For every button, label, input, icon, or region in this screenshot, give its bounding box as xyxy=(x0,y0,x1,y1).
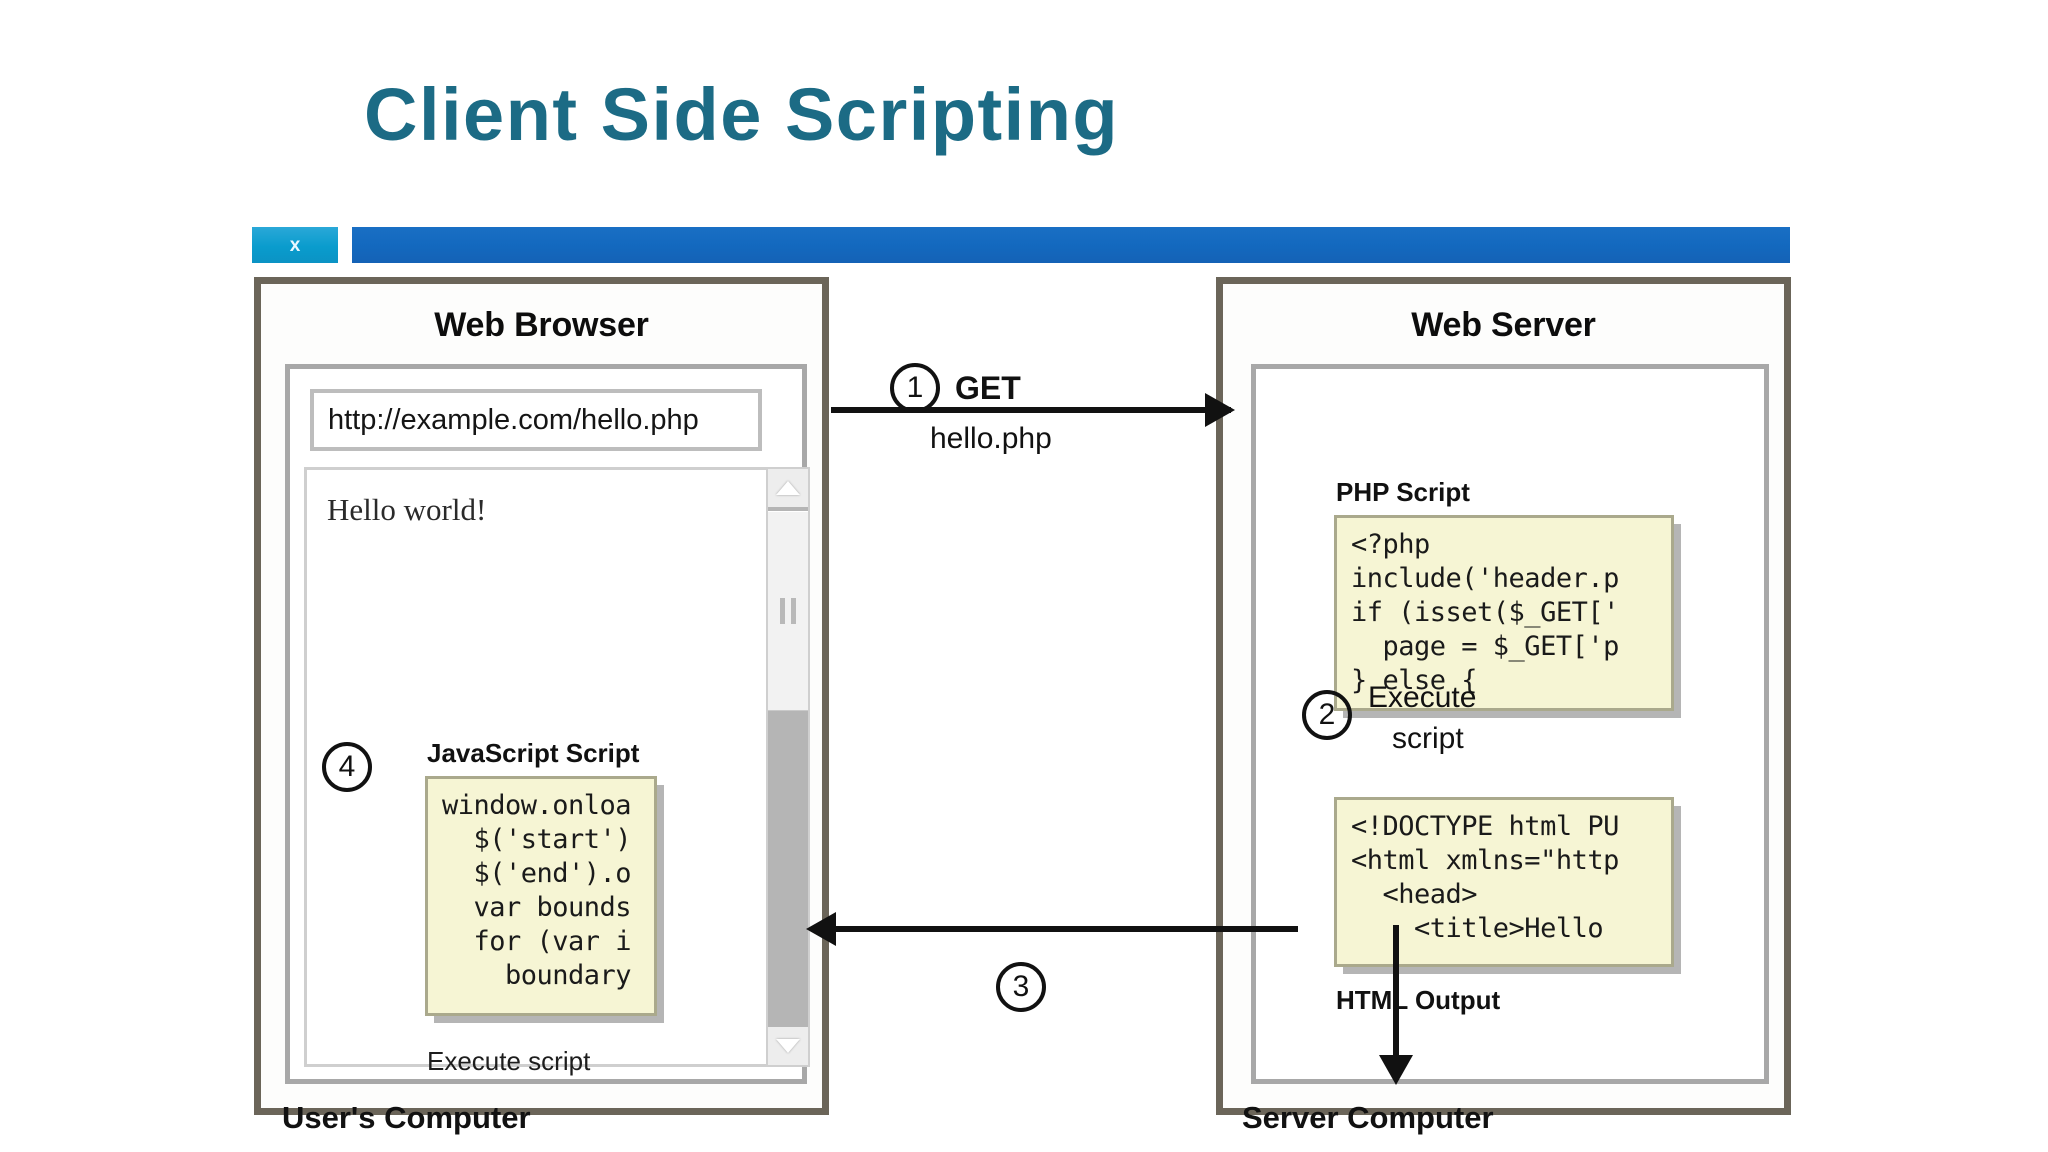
php-script-note: <?php include('header.p if (isset($_GET[… xyxy=(1334,515,1674,711)
tab-bar: x xyxy=(252,227,1790,263)
step-2-label: Execute xyxy=(1368,681,1477,714)
browser-viewport: Hello world! JavaScript Script window.on… xyxy=(304,467,766,1076)
page-body-text: Hello world! xyxy=(327,492,487,527)
tab-strip[interactable] xyxy=(352,227,1790,263)
step-1-badge: 1 xyxy=(890,363,940,413)
grip-lines-icon xyxy=(780,598,796,624)
request-arrow-head xyxy=(1205,393,1235,427)
server-computer-box: Web Server PHP Script <?php include('hea… xyxy=(1216,277,1791,1115)
address-bar-value: http://example.com/hello.php xyxy=(328,403,699,436)
browser-window: http://example.com/hello.php Hello world… xyxy=(285,364,810,1084)
triangle-down-icon xyxy=(776,1039,800,1053)
page-title: Client Side Scripting xyxy=(364,73,1120,156)
step-1-sublabel: hello.php xyxy=(930,422,1052,455)
web-server-title: Web Server xyxy=(1411,306,1596,344)
request-arrow-line xyxy=(831,407,1231,413)
html-output-code: <!DOCTYPE html PU <html xmlns="http <hea… xyxy=(1351,811,1619,944)
step-2-sublabel: script xyxy=(1392,722,1464,755)
javascript-script-note: window.onloa $('start') $('end').o var b… xyxy=(425,776,657,1016)
close-icon: x xyxy=(289,234,301,256)
user-computer-box: Web Browser http://example.com/hello.php… xyxy=(254,277,829,1115)
execute-arrow-line xyxy=(1393,925,1399,1073)
php-script-label: PHP Script xyxy=(1336,477,1470,507)
scroll-down-button[interactable] xyxy=(768,1027,808,1065)
client-side-scripting-diagram: Web Browser http://example.com/hello.php… xyxy=(0,265,2048,1152)
scroll-up-button[interactable] xyxy=(768,469,808,507)
javascript-execute-caption: Execute script xyxy=(427,1046,591,1076)
javascript-script-label: JavaScript Script xyxy=(427,738,640,768)
step-4-badge: 4 xyxy=(322,742,372,792)
execute-arrow-head xyxy=(1379,1055,1413,1085)
response-arrow-line xyxy=(828,926,1298,932)
response-arrow-head xyxy=(806,912,836,946)
users-computer-caption: User's Computer xyxy=(282,1100,531,1135)
step-1-label: GET xyxy=(955,370,1021,406)
web-browser-title: Web Browser xyxy=(434,306,649,344)
server-window: PHP Script <?php include('header.p if (i… xyxy=(1251,364,1769,1084)
php-code: <?php include('header.p if (isset($_GET[… xyxy=(1351,529,1619,696)
step-2-badge: 2 xyxy=(1302,690,1352,740)
server-computer-caption: Server Computer xyxy=(1242,1100,1494,1135)
html-output-note: <!DOCTYPE html PU <html xmlns="http <hea… xyxy=(1334,797,1674,967)
triangle-up-icon xyxy=(776,481,800,495)
vertical-scrollbar[interactable] xyxy=(766,467,810,1067)
address-bar[interactable]: http://example.com/hello.php xyxy=(310,389,762,451)
javascript-code: window.onloa $('start') $('end').o var b… xyxy=(442,790,632,991)
step-3-badge: 3 xyxy=(996,962,1046,1012)
tab-close-button[interactable]: x xyxy=(252,227,338,263)
scrollbar-thumb[interactable] xyxy=(768,511,808,711)
html-output-label: HTML Output xyxy=(1336,985,1501,1015)
